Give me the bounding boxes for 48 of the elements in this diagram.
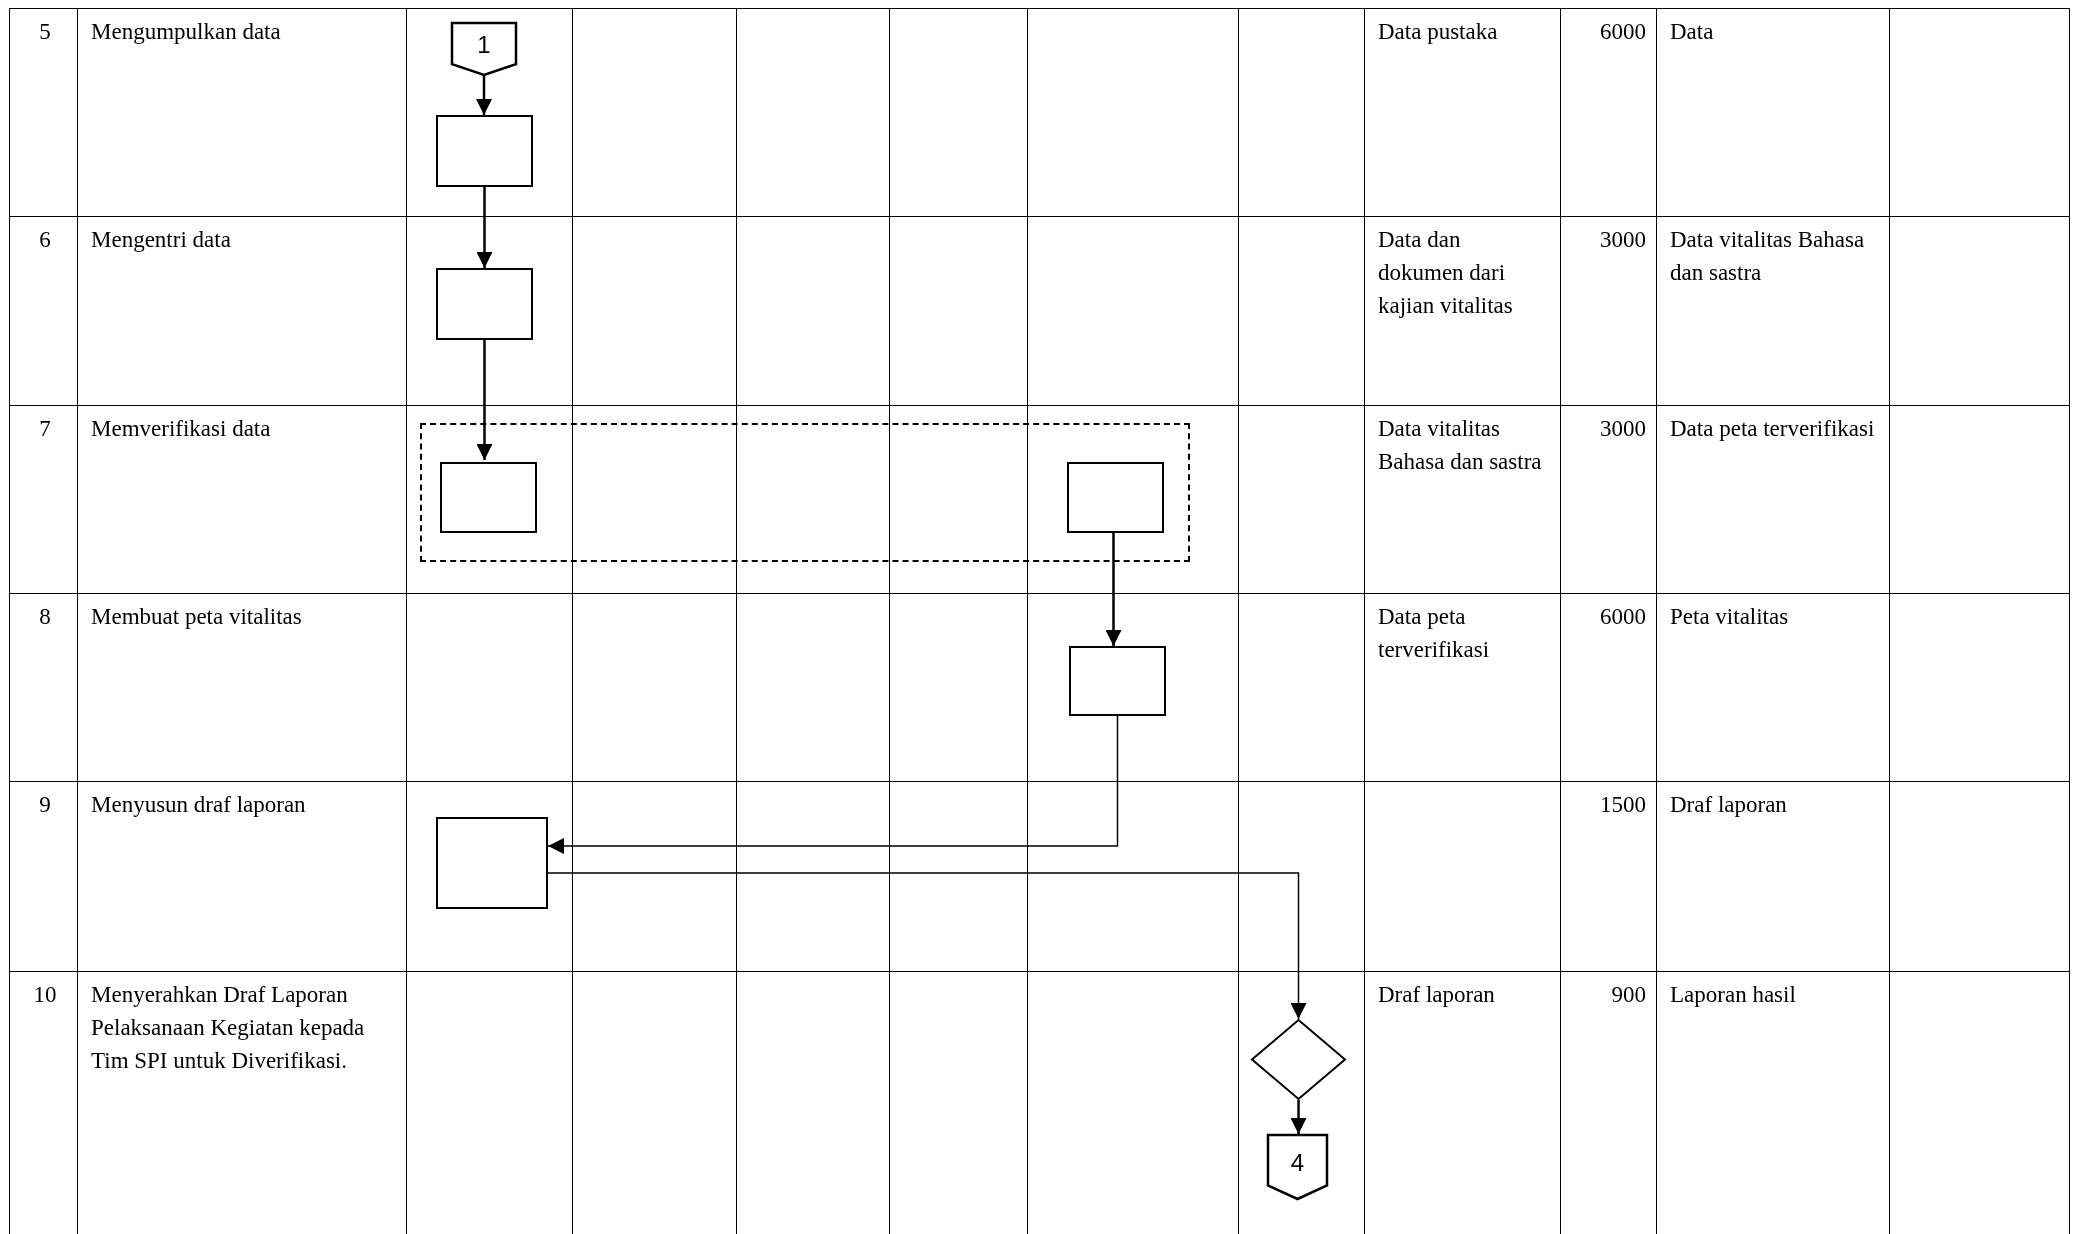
row-number: 10 (33, 981, 57, 1009)
process-box (436, 268, 533, 340)
row-number: 5 (39, 18, 51, 46)
process-box (1069, 646, 1166, 716)
time-value: 3000 (1600, 415, 1646, 443)
activity-text: Menyusun draf laporan (91, 791, 306, 819)
process-box (436, 817, 548, 909)
activity-text: Membuat peta vitalitas (91, 603, 302, 631)
off-page-connector (1267, 1134, 1328, 1200)
input-text: Data vitalitas Bahasa dan sastra (1378, 415, 1543, 476)
output-text: Data (1670, 18, 1714, 46)
row-number: 8 (39, 603, 51, 631)
activity-text: Mengumpulkan data (91, 18, 281, 46)
connector-number: 4 (1290, 1149, 1305, 1177)
arrow (547, 715, 1119, 854)
output-text: Data peta terverifikasi (1670, 415, 1875, 443)
time-value: 900 (1611, 981, 1646, 1009)
process-box (1067, 462, 1164, 533)
arrow (476, 340, 493, 460)
time-value: 6000 (1600, 603, 1646, 631)
output-text: Data vitalitas Bahasa dan sastra (1670, 226, 1866, 287)
process-box (440, 462, 537, 533)
time-value: 3000 (1600, 226, 1646, 254)
arrow (547, 872, 1307, 1020)
output-text: Draf laporan (1670, 791, 1787, 819)
row-number: 6 (39, 226, 51, 254)
time-value: 6000 (1600, 18, 1646, 46)
output-text: Peta vitalitas (1670, 603, 1789, 631)
row-number: 9 (39, 791, 51, 819)
row-number: 7 (39, 415, 51, 443)
connector-number: 1 (477, 31, 491, 59)
input-text: Data dan dokumen dari kajian vitalitas (1378, 226, 1514, 320)
off-page-connector (451, 22, 517, 76)
arrow (1290, 1100, 1307, 1134)
output-text: Laporan hasil (1670, 981, 1796, 1009)
activity-text: Memverifikasi data (91, 415, 271, 443)
input-text: Data pustaka (1378, 18, 1498, 46)
arrow (1105, 531, 1122, 646)
arrow (476, 76, 492, 115)
time-value: 1500 (1600, 791, 1646, 819)
process-box (436, 115, 533, 187)
dashed-group-box (420, 423, 1190, 562)
activity-text: Menyerahkan Draf Laporan Pelaksanaan Kegiatan kepada Tim SPI untuk Diverifikasi. (91, 981, 366, 1075)
input-text: Data peta terverifikasi (1378, 603, 1491, 664)
input-text: Draf laporan (1378, 981, 1495, 1009)
decision-diamond (1251, 1019, 1346, 1100)
activity-text: Mengentri data (91, 226, 231, 254)
arrow (476, 187, 493, 268)
